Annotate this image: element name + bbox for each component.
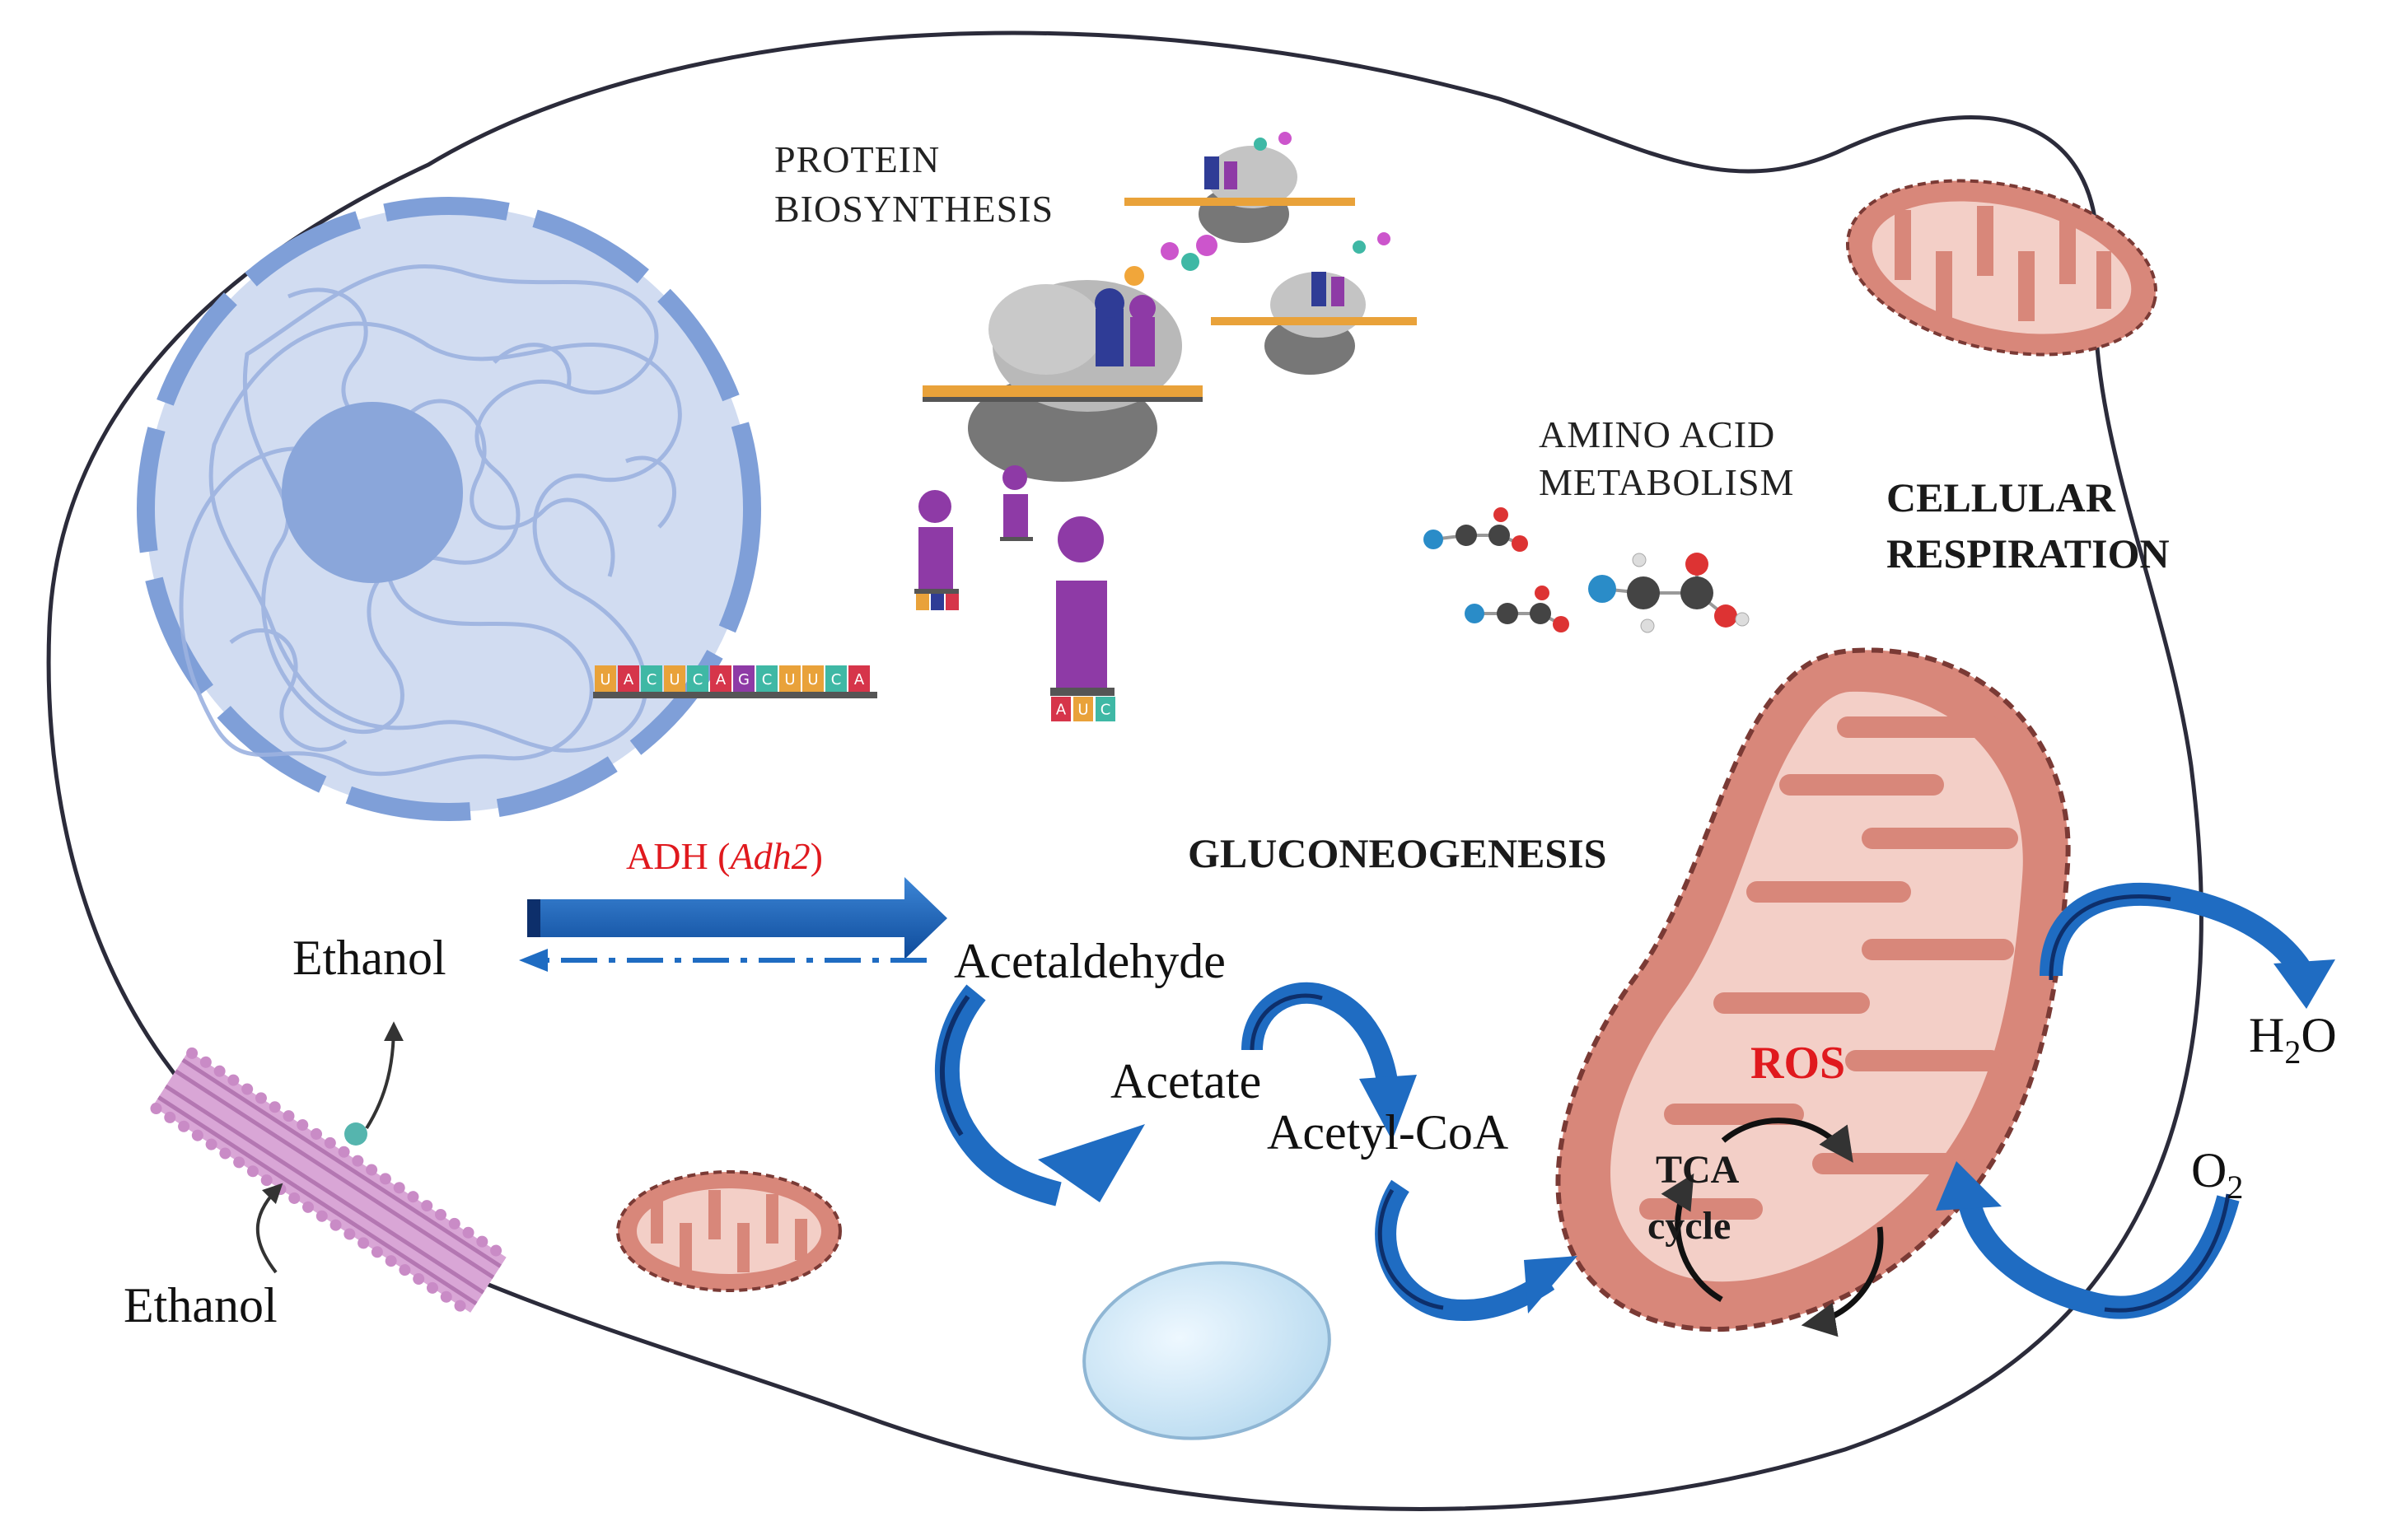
- water-h: H: [2249, 1008, 2285, 1062]
- trna-anticodon-letter: C: [1101, 702, 1111, 719]
- ethanol-exit-arrow: [365, 1021, 404, 1130]
- mrna-codon-letter: G: [738, 671, 750, 688]
- adh-close-paren: ): [810, 835, 823, 877]
- trna-small-2: [1000, 465, 1033, 541]
- nucleus: [137, 197, 761, 821]
- mrna-codon-tile: [618, 665, 639, 692]
- mrna-codon-tile: [664, 665, 685, 692]
- amino-acid-metabolism-label-2: METABOLISM: [1539, 461, 1795, 503]
- mrna-codon-letter: A: [624, 671, 634, 688]
- tca-label: TCA: [1656, 1148, 1740, 1192]
- water-subscript: 2: [2284, 1034, 2302, 1071]
- mrna-codon-letter: C: [831, 671, 842, 688]
- mrna-codon-letter: A: [716, 671, 727, 688]
- trna-small-1: [914, 490, 959, 610]
- mrna-codon-tile: [802, 665, 824, 692]
- transporter-channel: [344, 1122, 367, 1146]
- acetaldehyde-label: Acetaldehyde: [954, 934, 1226, 988]
- water-o: O: [2301, 1008, 2337, 1062]
- mrna-codon-letter: U: [600, 671, 610, 688]
- adh-enzyme-name: ADH (: [626, 835, 731, 877]
- nucleolus: [282, 402, 463, 583]
- mitochondrion-small-top: [1845, 179, 2158, 357]
- mrna-codon-tile: [595, 665, 616, 692]
- water-label: H2O: [2249, 1006, 2337, 1071]
- oxygen-to-mito-arrow: [1936, 1161, 2240, 1319]
- ros-label: ROS: [1750, 1038, 1846, 1089]
- mrna-codon-letter: C: [762, 671, 773, 688]
- trna-anticodon-letter: U: [1077, 702, 1088, 719]
- mrna-codon-letter: C: [647, 671, 657, 688]
- oxygen-label: O2: [2191, 1141, 2244, 1206]
- mrna-codon-letter: U: [784, 671, 795, 688]
- acetylcoa-to-tca-arrow: [1375, 1179, 1577, 1321]
- cristae: [1639, 716, 2018, 1220]
- chromatin: [179, 264, 682, 777]
- amino-acid-molecules: [1423, 507, 1750, 633]
- ethanol-import-arrow: [255, 1183, 283, 1274]
- ethanol-inside-label: Ethanol: [292, 931, 446, 985]
- adh-enzyme-label: ADH (Adh2): [626, 832, 823, 881]
- tca-cycle-arrows: [1661, 1118, 1884, 1337]
- adh-gene-name: Adh2: [730, 835, 811, 877]
- amino-acid-metabolism-label-1: AMINO ACID: [1539, 413, 1776, 455]
- cellular-respiration-label-1: CELLULAR: [1886, 474, 2115, 520]
- mrna-codon-tile: [733, 665, 755, 692]
- oxygen-o: O: [2191, 1143, 2227, 1197]
- mrna-codon-letter: U: [807, 671, 818, 688]
- reverse-reaction-arrow: [519, 949, 927, 972]
- tca-cycle-label: cycle: [1647, 1204, 1731, 1248]
- mrna-codon-tile: [848, 665, 870, 692]
- ethanol-transporter: [150, 1047, 507, 1313]
- acetyl-coa-label: Acetyl-CoA: [1267, 1105, 1509, 1160]
- vacuole: [1082, 1261, 1331, 1440]
- trna-anticodon-letter: A: [1056, 702, 1067, 719]
- mitochondrion-small-bottom: [616, 1170, 842, 1292]
- gluconeogenesis-label: GLUCONEOGENESIS: [1188, 830, 1607, 876]
- oxygen-subscript: 2: [2227, 1169, 2244, 1206]
- mrna-codon-letter: U: [669, 671, 680, 688]
- mrna-codon-letter: A: [854, 671, 865, 688]
- mrna-codon-tile: [641, 665, 662, 692]
- mrna-codon-tile: [779, 665, 801, 692]
- ribosome-small-top: [1124, 132, 1355, 243]
- trna-anticodon-tile: [1096, 697, 1115, 721]
- mrna-codon-tile: [687, 665, 708, 692]
- trna-anticodon-tile: [1051, 697, 1071, 721]
- mrna-codon-tile: [710, 665, 731, 692]
- protein-biosynthesis-label-1: PROTEIN: [774, 138, 941, 180]
- cellular-respiration-label-2: RESPIRATION: [1886, 530, 2170, 576]
- acetate-to-acetylcoa-arrow: [1241, 982, 1417, 1141]
- trna-anticodon-tile: [1073, 697, 1093, 721]
- acetate-label: Acetate: [1110, 1054, 1262, 1108]
- mitochondrion-large: [1555, 647, 2071, 1337]
- ribosome-small-right: [1211, 232, 1417, 375]
- ethanol-outside-label: Ethanol: [124, 1278, 278, 1332]
- ribosome-large: [923, 235, 1217, 482]
- mrna-codon-tile: [756, 665, 778, 692]
- protein-biosynthesis-label-2: BIOSYNTHESIS: [774, 188, 1054, 230]
- mrna-codon-letter: C: [693, 671, 703, 688]
- adh-forward-arrow: [527, 877, 947, 959]
- mito-to-water-arrow: [2040, 882, 2335, 1009]
- mrna-codon-tile: [825, 665, 847, 692]
- acetaldehyde-to-acetate-arrow: [934, 984, 1145, 1206]
